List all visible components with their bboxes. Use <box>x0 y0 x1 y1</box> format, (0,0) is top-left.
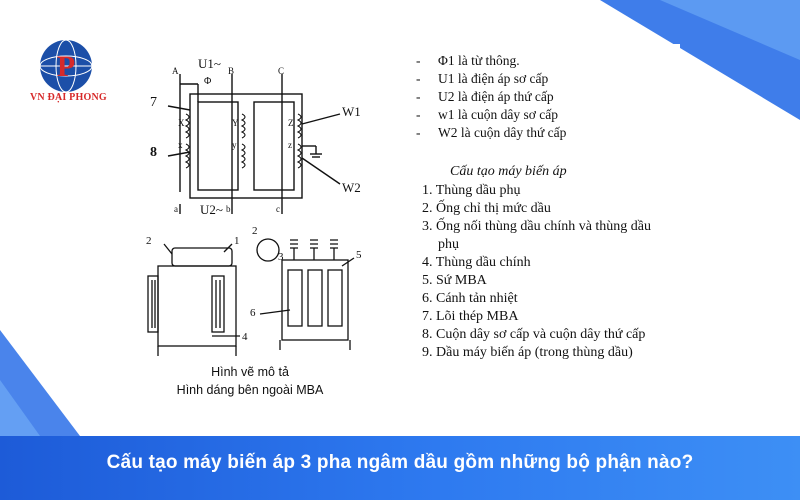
side-label-7: 7 <box>150 95 157 110</box>
diagram-caption-line2: Hình dáng bên ngoài MBA <box>177 383 324 397</box>
part-item: 2. Ống chỉ thị mức dầu <box>422 201 551 216</box>
u1-label: U1~ <box>198 56 221 71</box>
transformer-front-view <box>256 238 355 350</box>
part-item: 3. Ống nối thùng dầu chính và thùng dầu … <box>422 219 652 252</box>
part-number: 3 <box>278 251 284 263</box>
parts-subtitle: Cấu tạo máy biến áp <box>450 164 567 179</box>
definition-item: -w1 là cuộn dây sơ cấp <box>416 107 558 122</box>
part-item: 1. Thùng dầu phụ <box>422 183 521 198</box>
definition-list: -Φ1 là từ thông. -U1 là điện áp sơ cấp -… <box>416 52 676 142</box>
winding-label: Y <box>232 118 239 128</box>
part-number: 1 <box>234 235 240 247</box>
winding-label: z <box>288 140 292 150</box>
caption-bar <box>0 436 800 500</box>
definition-item: -U1 là điện áp sơ cấp <box>416 71 549 86</box>
secondary-label: c <box>276 204 280 214</box>
secondary-label: a <box>174 204 178 214</box>
winding-label: x <box>178 140 183 150</box>
brand-logo: P <box>39 39 93 93</box>
winding-label: Z <box>288 118 294 128</box>
part-item: 9. Dầu máy biến áp (trong thùng dầu) <box>422 345 633 360</box>
part-number: 2 <box>146 235 152 247</box>
winding-label: X <box>178 118 185 128</box>
part-item: 7. Lõi thép MBA <box>422 309 519 324</box>
secondary-label: b <box>226 204 231 214</box>
brand-name: VN ĐẠI PHONG <box>30 92 107 103</box>
definition-item: -Φ1 là từ thông. <box>416 53 520 68</box>
phase-label: C <box>278 66 284 76</box>
u2-label: U2~ <box>200 202 223 217</box>
part-number: 2 <box>252 225 258 237</box>
part-item: 4. Thùng dầu chính <box>422 255 531 270</box>
part-item: 8. Cuộn dây sơ cấp và cuộn dây thứ cấp <box>422 327 646 342</box>
page-caption: Cấu tạo máy biến áp 3 pha ngâm dầu gồm n… <box>106 452 694 473</box>
content-panel: A B C a b c X Y Z x y z U1~ Φ U2~ W1 W2 … <box>128 44 680 400</box>
transformer-side-view <box>147 243 240 356</box>
transformer-diagram: A B C a b c X Y Z x y z U1~ Φ U2~ W1 W2 … <box>146 56 362 397</box>
definition-item: -W2 là cuộn dây thứ cấp <box>416 125 567 140</box>
parts-list: 1. Thùng dầu phụ 2. Ống chỉ thị mức dầu … <box>416 182 676 362</box>
phase-label: B <box>228 66 234 76</box>
w1-label: W1 <box>342 104 361 119</box>
part-number: 5 <box>356 249 362 261</box>
phase-label: A <box>172 66 179 76</box>
part-number: 6 <box>250 307 256 319</box>
phi-label: Φ <box>204 76 211 87</box>
core-schematic <box>167 74 341 214</box>
legend: -Φ1 là từ thông. -U1 là điện áp sơ cấp -… <box>416 52 676 362</box>
logo-letter: P <box>57 50 75 83</box>
winding-label: y <box>232 140 237 150</box>
diagram-caption-line1: Hình vẽ mô tả <box>211 365 289 379</box>
part-item: 6. Cánh tản nhiệt <box>422 291 518 306</box>
part-number: 4 <box>242 331 248 343</box>
definition-item: -U2 là điện áp thứ cấp <box>416 89 554 104</box>
w2-label: W2 <box>342 180 361 195</box>
part-item: 5. Sứ MBA <box>422 273 487 288</box>
side-label-8: 8 <box>150 145 157 160</box>
